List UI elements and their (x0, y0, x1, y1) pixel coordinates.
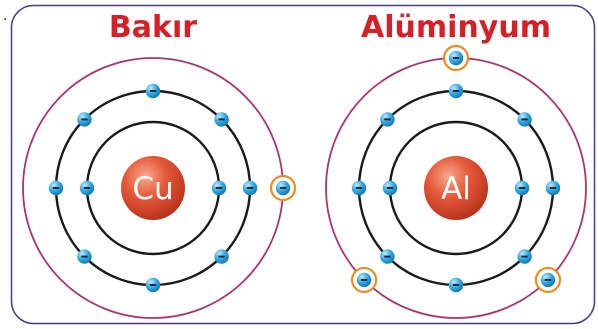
electron-copper-shell3-1 (269, 174, 297, 202)
diagram-frame (10, 4, 596, 325)
corner-mark: . (3, 8, 7, 24)
electron-copper-shell2-8 (214, 112, 229, 127)
minus-sign-icon (218, 255, 225, 258)
minus-sign-icon (52, 187, 60, 189)
minus-sign-icon (452, 57, 460, 59)
minus-sign-icon (521, 118, 528, 121)
minus-sign-icon (360, 278, 368, 281)
electron-aluminium-shell2-5 (351, 180, 367, 196)
electron-aluminium-shell2-6 (380, 112, 395, 127)
nucleus-symbol-copper: Cu (132, 171, 173, 207)
minus-sign-icon (149, 90, 157, 92)
electron-aluminium-shell2-7 (448, 83, 464, 99)
electron-aluminium-shell3-1 (442, 44, 470, 72)
electron-aluminium-shell2-8 (517, 112, 532, 127)
minus-sign-icon (544, 278, 552, 281)
minus-sign-icon (215, 187, 223, 189)
nucleus-copper (121, 156, 185, 220)
minus-sign-icon (218, 118, 225, 121)
minus-sign-icon (355, 187, 363, 189)
minus-sign-icon (149, 284, 157, 286)
minus-sign-icon (384, 255, 391, 258)
minus-sign-icon (452, 90, 460, 92)
electron-aluminium-shell1-2 (382, 180, 398, 196)
minus-sign-icon (384, 118, 391, 121)
electron-copper-shell2-4 (77, 249, 92, 264)
atom-title-copper: Bakır (109, 10, 197, 45)
minus-sign-icon (279, 187, 287, 189)
electron-aluminium-shell2-1 (545, 180, 561, 196)
electron-copper-shell2-3 (145, 277, 161, 293)
minus-sign-icon (452, 284, 460, 286)
atom-copper: Bakır Cu (22, 10, 297, 319)
atom-title-aluminium: Alüminyum (361, 10, 551, 45)
electron-aluminium-shell2-4 (380, 249, 395, 264)
electron-copper-shell2-5 (48, 180, 64, 196)
minus-sign-icon (521, 255, 528, 258)
nucleus-aluminium (424, 156, 488, 220)
minus-sign-icon (246, 187, 254, 189)
electron-aluminium-shell1-1 (514, 180, 530, 196)
minus-sign-icon (81, 118, 88, 121)
electron-copper-shell2-1 (242, 180, 258, 196)
minus-sign-icon (518, 187, 526, 189)
electron-copper-shell1-2 (79, 180, 95, 196)
minus-sign-icon (83, 187, 91, 189)
electron-aluminium-shell2-3 (448, 277, 464, 293)
nucleus-symbol-aluminium: Al (441, 171, 471, 207)
minus-sign-icon (81, 255, 88, 258)
electron-aluminium-shell3-2 (350, 266, 378, 294)
atom-aluminium: Alüminyum Al (325, 10, 587, 319)
electron-copper-shell2-2 (214, 249, 229, 264)
electron-copper-shell1-1 (211, 180, 227, 196)
minus-sign-icon (549, 187, 557, 189)
electron-copper-shell2-6 (77, 112, 92, 127)
electron-aluminium-shell3-3 (534, 266, 562, 294)
electron-copper-shell2-7 (145, 83, 161, 99)
minus-sign-icon (386, 187, 394, 189)
electron-aluminium-shell2-2 (517, 249, 532, 264)
